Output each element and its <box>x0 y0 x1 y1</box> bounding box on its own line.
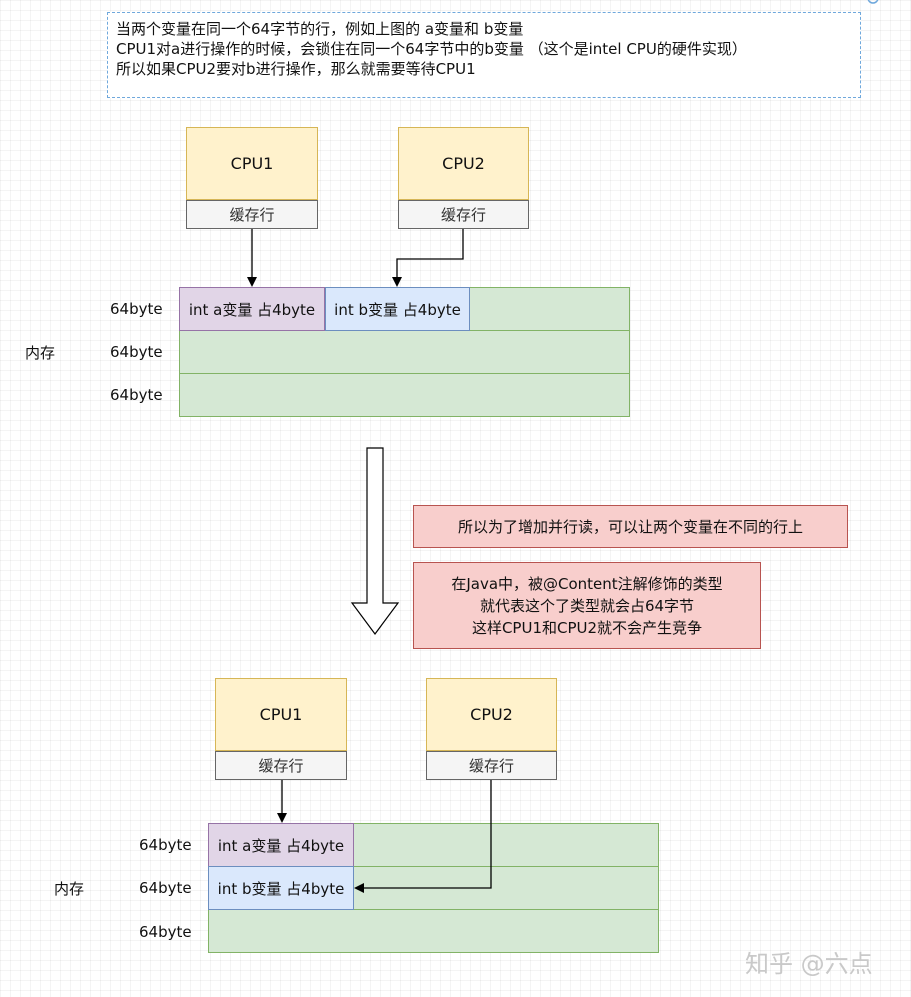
cpu2-block-top: CPU2 <box>398 127 529 200</box>
row-size-label: 64byte <box>110 300 163 318</box>
big-down-arrow <box>350 447 400 636</box>
memory-row-3-bottom <box>208 909 659 953</box>
cpu1-cache-line-top: 缓存行 <box>186 200 318 229</box>
top-note: 当两个变量在同一个64字节的行，例如上图的 a变量和 b变量 CPU1对a进行操… <box>107 12 861 98</box>
cpu2-block-bottom: CPU2 <box>426 678 557 751</box>
cpu1-block-bottom: CPU1 <box>215 678 347 751</box>
row-size-label: 64byte <box>139 836 192 854</box>
row-size-label: 64byte <box>110 386 163 404</box>
memory-label-top: 内存 <box>25 343 56 362</box>
row-size-label: 64byte <box>139 879 192 897</box>
red-note-parallel: 所以为了增加并行读，可以让两个变量在不同的行上 <box>413 505 848 548</box>
watermark-text: 知乎 @六点 <box>745 950 873 978</box>
red-note-java-annotation: 在Java中，被@Content注解修饰的类型 就代表这个了类型就会占64字节 … <box>413 562 761 649</box>
cpu2-cache-line-top: 缓存行 <box>398 200 529 229</box>
memory-row-2-top <box>179 330 630 374</box>
arrow-cpu2-to-var-b-bottom <box>354 780 492 893</box>
memory-row-3-top <box>179 373 630 417</box>
cpu1-block-top: CPU1 <box>186 127 318 200</box>
cpu2-cache-line-bottom: 缓存行 <box>426 751 557 780</box>
var-b-cell-top: int b变量 占4byte <box>325 287 470 331</box>
var-a-cell-bottom: int a变量 占4byte <box>208 823 354 867</box>
selection-handle-dot <box>867 0 879 4</box>
var-b-cell-bottom: int b变量 占4byte <box>208 866 354 910</box>
row-size-label: 64byte <box>139 923 192 941</box>
var-a-cell-top: int a变量 占4byte <box>179 287 325 331</box>
row-size-label: 64byte <box>110 343 163 361</box>
memory-label-bottom: 内存 <box>54 879 85 898</box>
cpu1-cache-line-bottom: 缓存行 <box>215 751 347 780</box>
arrow-cpu2-to-var-b-top <box>392 229 464 287</box>
